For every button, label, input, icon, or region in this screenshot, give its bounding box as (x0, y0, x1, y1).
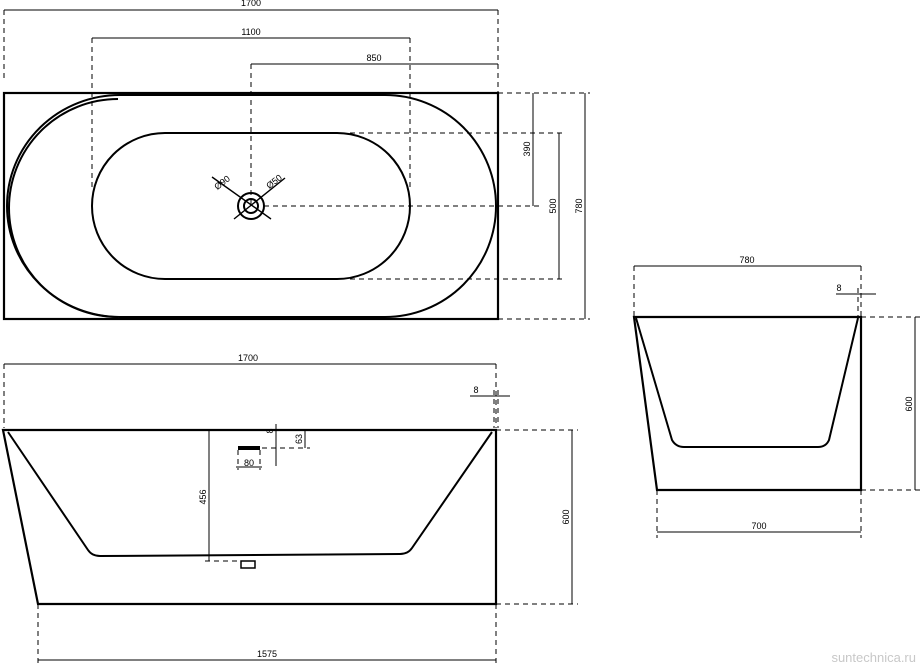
dimension-label-width: 780 (574, 198, 584, 213)
dimension-label-overflow-width: 80 (244, 458, 254, 468)
tub-rim-inner-contour (8, 98, 119, 318)
side-view: 780 8 600 700 (632, 255, 920, 538)
drain-label-inner: Ø50 (264, 172, 284, 190)
drain-outlet-icon (240, 560, 256, 569)
dimension-label-inner-length: 1100 (241, 27, 260, 37)
dimension-label-wall: 8 (473, 385, 478, 395)
dimension-label-drain-side: 390 (522, 141, 532, 156)
overflow-icon (238, 446, 260, 450)
dimension-label-side-width: 780 (739, 255, 754, 265)
dimension-label-front-length: 1700 (238, 353, 258, 363)
dimension-label-inner-depth: 456 (198, 489, 208, 504)
dimension-label-side-wall: 8 (836, 283, 841, 293)
tub-rim-contour (6, 94, 497, 318)
watermark-text: suntechnica.ru (831, 650, 916, 665)
dimension-label-side-bottom: 700 (751, 521, 766, 531)
front-view: 1700 8 80 8 63 456 600 15 (1, 353, 578, 666)
tub-side-basin (635, 317, 859, 448)
tub-side-body (632, 315, 863, 492)
dimension-label-front-height: 600 (561, 509, 571, 524)
tub-front-basin (7, 431, 493, 558)
dimension-label-length: 1700 (241, 0, 261, 8)
dimension-label-drain-offset: 850 (366, 53, 381, 63)
dimension-label-overflow-height: 63 (294, 434, 304, 444)
dimension-label-bottom-length: 1575 (257, 649, 277, 659)
tub-front-body (1, 428, 498, 606)
dimension-label-overflow-offset: 8 (265, 428, 275, 433)
dimension-label-inner-width: 500 (548, 198, 558, 213)
top-view: 1700 1100 850 Ø90 Ø50 390 (2, 0, 590, 321)
dimension-label-side-height: 600 (904, 396, 914, 411)
